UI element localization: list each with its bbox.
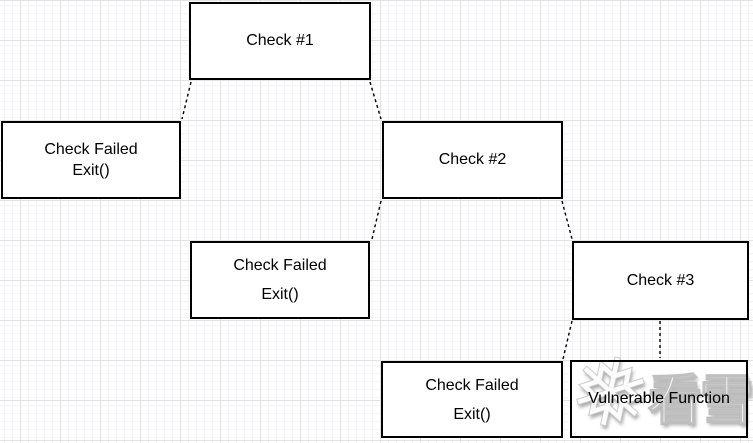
node-label: Vulnerable Function bbox=[588, 390, 730, 407]
node-check-1: Check #1 bbox=[189, 2, 371, 80]
node-check-3: Check #3 bbox=[572, 241, 749, 320]
node-label: Vulnerable Function bbox=[588, 390, 730, 407]
edge-check2-to-fail2 bbox=[371, 200, 382, 240]
edge-check2-to-check3 bbox=[561, 200, 573, 240]
node-label: Exit() bbox=[72, 162, 110, 179]
node-label: Exit() bbox=[453, 405, 491, 423]
edge-check1-to-check2 bbox=[369, 81, 382, 120]
node-label: Check Failed bbox=[233, 257, 327, 274]
node-label: Check Failed bbox=[44, 141, 138, 158]
node-label: Exit() bbox=[261, 286, 299, 303]
edge-check3-to-fail3 bbox=[562, 320, 573, 360]
node-label: Check Failed bbox=[425, 376, 519, 394]
node-label: Check #1 bbox=[246, 32, 314, 49]
edge-check1-to-fail1 bbox=[181, 81, 192, 120]
node-label: Check #3 bbox=[626, 271, 695, 289]
node-vulnerable-function-overlay: Vulnerable Function bbox=[570, 360, 748, 438]
node-check-2: Check #2 bbox=[382, 121, 563, 199]
node-label: Check #2 bbox=[438, 151, 507, 168]
